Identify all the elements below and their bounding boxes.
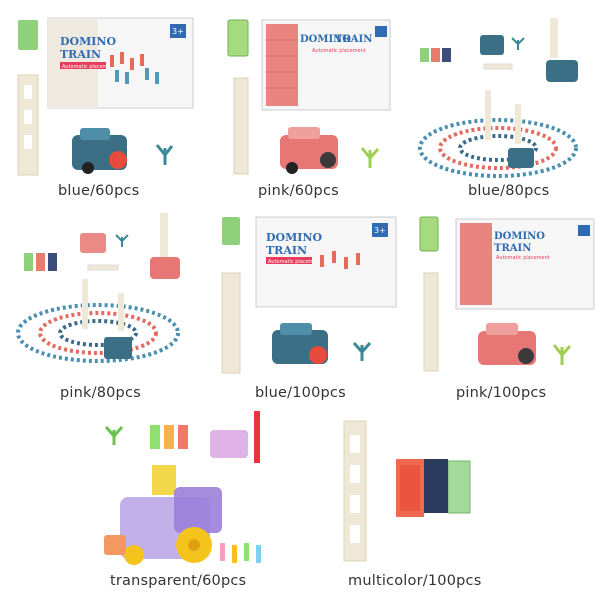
box-age: 3+ — [374, 226, 386, 235]
box-brand-2: TRAIN — [60, 48, 101, 61]
box-age: 3+ — [172, 27, 184, 36]
pink-train-toy — [280, 127, 338, 174]
plant-decoration — [155, 144, 174, 165]
plant-decoration — [552, 344, 572, 365]
option-pink-60[interactable]: DOMINO TRAIN Automatic placement pink/60… — [200, 0, 400, 205]
blue-train-toy — [272, 323, 328, 364]
product-image — [104, 411, 261, 565]
blue-train-toy — [546, 60, 578, 82]
box-brand-2: TRAIN — [494, 243, 531, 254]
transparent-train-toy — [104, 465, 222, 565]
option-label: pink/100pcs — [456, 385, 547, 401]
box-brand-2: TRAIN — [335, 34, 372, 45]
option-label: blue/60pcs — [58, 183, 140, 199]
product-image: DOMINO TRAIN Automatic placement — [227, 19, 391, 175]
box-subtitle: Automatic placement — [496, 255, 550, 261]
color-tile-stack — [396, 459, 471, 517]
box-subtitle: Automatic placement — [312, 48, 366, 54]
product-image — [343, 420, 471, 562]
plant-decoration — [352, 342, 372, 361]
product-image — [16, 213, 180, 363]
product-image: DOMINO TRAIN Automatic placement 3+ — [17, 17, 194, 176]
option-label: pink/60pcs — [258, 183, 339, 199]
box-brand: DOMINO — [300, 34, 351, 45]
tile-tower — [17, 74, 39, 176]
option-label: pink/80pcs — [60, 385, 141, 401]
box-subtitle: Automatic placement — [268, 259, 322, 265]
option-blue-60[interactable]: DOMINO TRAIN Automatic placement 3+ blue… — [0, 0, 200, 205]
box-subtitle: Automatic placement — [62, 64, 116, 70]
green-tile — [18, 20, 38, 50]
pink-train-toy — [150, 257, 180, 279]
tile-tower — [233, 77, 249, 175]
box-brand: DOMINO — [494, 231, 545, 242]
option-label: multicolor/100pcs — [348, 573, 482, 589]
plant-decoration — [360, 147, 380, 168]
option-multicolor-100[interactable]: multicolor/100pcs — [330, 405, 530, 600]
product-image: DOMINO TRAIN Automatic placement 3+ — [221, 216, 397, 374]
small-train — [210, 430, 248, 458]
green-tile — [222, 217, 240, 245]
option-transparent-60[interactable]: transparent/60pcs — [90, 405, 290, 600]
option-label: blue/100pcs — [255, 385, 346, 401]
option-pink-100[interactable]: DOMINO TRAIN Automatic placement pink/10… — [400, 205, 600, 405]
green-tile — [419, 216, 439, 252]
domino-row — [220, 543, 261, 563]
small-train — [480, 35, 504, 55]
plant-decoration — [104, 426, 124, 445]
blue-train-toy — [72, 128, 127, 174]
option-blue-80[interactable]: blue/80pcs — [400, 0, 600, 205]
box-brand-2: TRAIN — [266, 244, 307, 257]
product-image — [418, 18, 578, 178]
product-image: DOMINO TRAIN Automatic placement — [419, 216, 595, 372]
domino-spiral — [16, 303, 180, 363]
option-blue-100[interactable]: DOMINO TRAIN Automatic placement 3+ blue… — [200, 205, 400, 405]
option-pink-80[interactable]: pink/80pcs — [0, 205, 200, 405]
tile-tower — [221, 272, 241, 374]
tile-tower — [343, 420, 367, 562]
green-tile — [227, 19, 249, 57]
option-label: transparent/60pcs — [110, 573, 247, 589]
domino-spiral — [418, 118, 578, 178]
tile-tower — [423, 272, 439, 372]
pink-train-toy — [478, 323, 536, 365]
box-brand-1: DOMINO — [60, 35, 116, 48]
box-brand-1: DOMINO — [266, 231, 322, 244]
small-train — [80, 233, 106, 253]
option-label: blue/80pcs — [468, 183, 550, 199]
